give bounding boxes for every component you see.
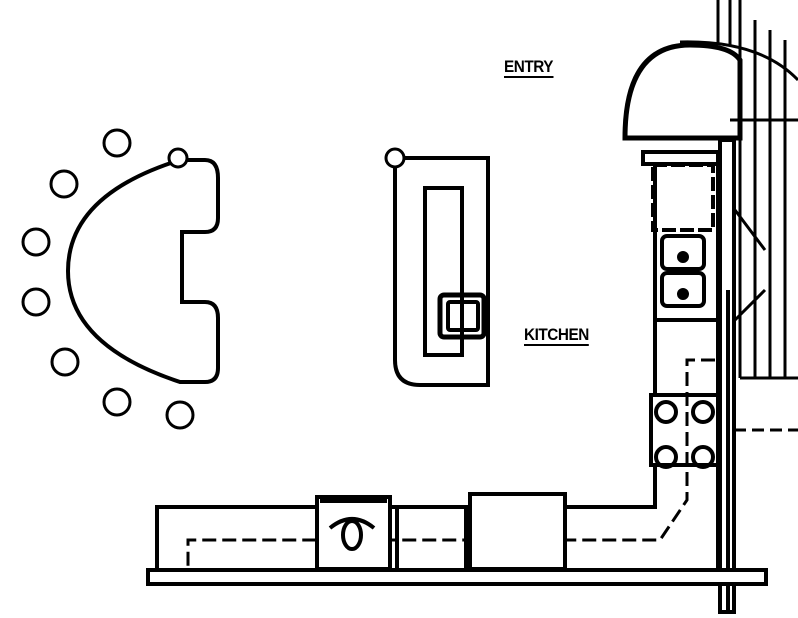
room-label-entry: ENTRY (504, 57, 554, 78)
room-label-kitchen: KITCHEN (524, 325, 589, 346)
upper-cabinet-line (186, 358, 715, 567)
dishwasher (315, 495, 392, 571)
chairs (21, 128, 195, 430)
range (468, 492, 567, 571)
counters (155, 150, 720, 568)
entry-arch (622, 42, 743, 141)
cooktop (649, 393, 720, 469)
sink (660, 234, 706, 308)
kitchen-island (384, 147, 490, 387)
bottom-wall (146, 568, 768, 586)
dining-table (65, 147, 220, 384)
